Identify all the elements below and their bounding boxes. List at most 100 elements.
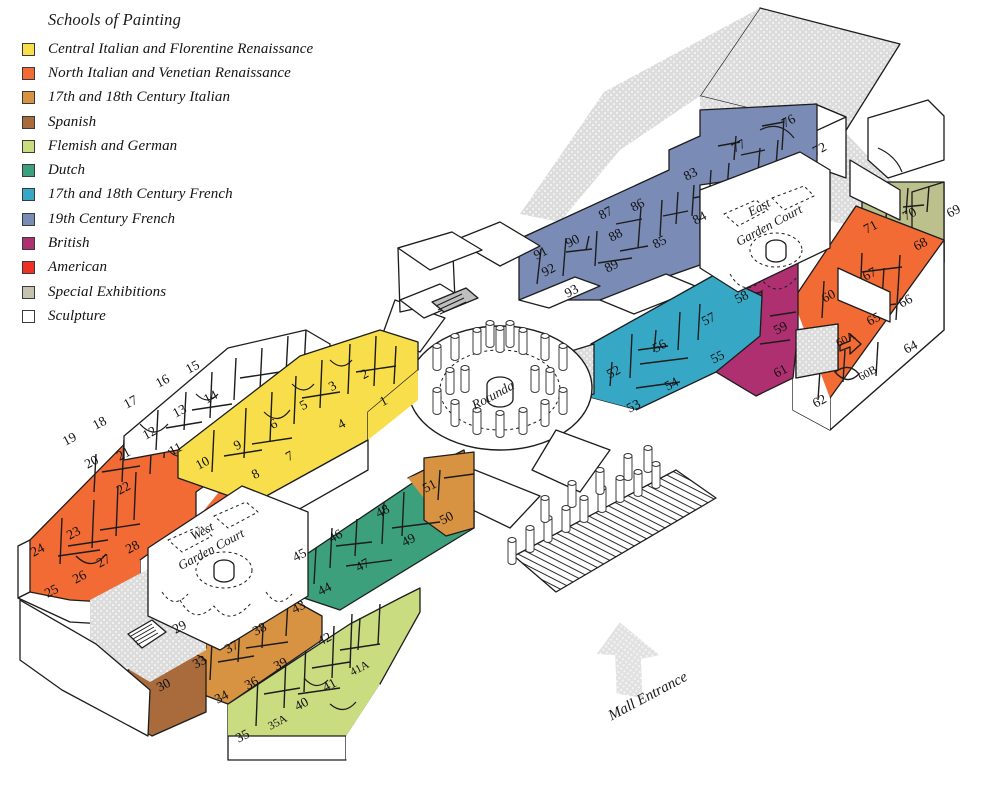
room-label-11: 11 [166,439,185,458]
legend-item-sculpture[interactable]: Sculpture [22,304,382,328]
room-label-85: 85 [650,232,669,252]
room-label-76: 76 [779,111,798,131]
room-label-64: 64 [901,337,920,357]
legend-title: Schools of Painting [48,10,182,29]
room-label-39: 39 [271,654,290,674]
room-label-88: 88 [606,225,625,245]
legend-label-sculpture: Sculpture [48,307,106,324]
room-label-89: 89 [602,256,621,276]
room-label-91: 91 [531,243,550,263]
room-label-10: 10 [193,453,212,473]
room-label-20: 20 [82,452,101,472]
legend-item-central-italian[interactable]: Central Italian and Florentine Renaissan… [22,37,382,61]
room-label-30: 30 [154,675,173,695]
room-label-50: 50 [437,508,456,528]
legend-swatch-american [22,261,35,275]
legend-item-british[interactable]: British [22,231,382,255]
legend-item-spanish[interactable]: Spanish [22,110,382,134]
room-label-44: 44 [315,579,334,599]
room-label-25: 25 [42,581,61,601]
room-label-37: 37 [222,637,241,657]
legend-item-italian-17-18[interactable]: 17th and 18th Century Italian [22,86,382,110]
room-label-83: 83 [681,164,700,184]
legend-item-american[interactable]: American [22,256,382,280]
room-label-41: 41 [320,675,339,695]
room-label-62: 62 [810,391,829,411]
room-label-90: 90 [563,231,582,251]
room-label-45: 45 [290,545,309,565]
legend-swatch-central-italian [22,42,35,56]
room-label-66: 66 [896,291,915,311]
room-label-59: 59 [771,318,790,338]
room-label-57: 57 [699,309,718,329]
room-label-42: 42 [315,629,334,649]
legend-label-spanish: Spanish [48,113,97,130]
room-label-13: 13 [170,401,189,421]
legend: Schools of Painting Central Italian and … [22,10,382,329]
room-label-84: 84 [690,208,709,228]
room-label-34: 34 [212,687,231,707]
legend-swatch-dutch [22,164,35,178]
room-label-53: 53 [624,396,643,416]
room-label-56: 56 [650,336,669,356]
legend-label-special-exhibitions: Special Exhibitions [48,283,167,300]
legend-swatch-french-17-18 [22,188,35,202]
room-label-12: 12 [140,423,159,443]
room-label-14: 14 [201,387,220,407]
room-label-72: 72 [810,139,829,159]
room-label-68: 68 [911,234,930,254]
legend-item-dutch[interactable]: Dutch [22,158,382,182]
legend-label-flemish-german: Flemish and German [48,137,178,154]
room-label-48: 48 [373,501,392,521]
room-label-86: 86 [628,195,647,215]
legend-item-flemish-german[interactable]: Flemish and German [22,134,382,158]
room-label-28: 28 [123,537,142,557]
room-label-26: 26 [70,567,89,587]
legend-swatch-sculpture [22,309,35,323]
room-label-27: 27 [94,551,113,571]
room-label-40: 40 [292,694,311,714]
room-label-22: 22 [114,478,133,498]
legend-label-american: American [48,259,108,276]
room-label-23: 23 [64,523,83,543]
room-label-43: 43 [289,597,308,617]
room-label-60: 60 [819,286,838,306]
room-label-19: 19 [60,429,79,449]
room-label-61: 61 [771,361,790,381]
room-label-49: 49 [399,530,418,550]
legend-item-french-19[interactable]: 19th Century French [22,207,382,231]
room-label-58: 58 [732,287,751,307]
room-label-87: 87 [596,203,615,223]
room-label-65: 65 [864,309,883,329]
room-label-70: 70 [900,204,919,224]
legend-label-dutch: Dutch [48,162,86,179]
legend-swatch-flemish-german [22,139,35,153]
room-label-21: 21 [114,444,133,464]
room-label-46: 46 [326,526,345,546]
room-label-18: 18 [90,413,109,433]
legend-swatch-spanish [22,115,35,129]
legend-item-special-exhibitions[interactable]: Special Exhibitions [22,280,382,304]
room-label-92: 92 [539,260,558,280]
legend-label-central-italian: Central Italian and Florentine Renaissan… [48,40,314,57]
legend-item-north-italian[interactable]: North Italian and Venetian Renaissance [22,61,382,85]
room-label-35: 35 [233,726,252,746]
room-label-36: 36 [242,673,261,693]
room-label-93: 93 [562,281,581,301]
legend-label-french-17-18: 17th and 18th Century French [48,186,233,203]
legend-label-british: British [48,235,90,252]
room-label-16: 16 [153,371,172,391]
room-number-labels: 1 2 3 4 5 6 7 8 9 10 11 12 13 14 15 16 1… [28,111,963,746]
legend-swatch-italian-17-18 [22,91,35,105]
legend-label-north-italian: North Italian and Venetian Renaissance [48,64,291,81]
room-label-38: 38 [250,619,269,639]
room-label-29: 29 [170,617,189,637]
room-label-71: 71 [861,217,880,237]
room-label-51: 51 [420,476,439,496]
legend-swatch-british [22,237,35,251]
room-label-67: 67 [860,264,879,284]
legend-label-italian-17-18: 17th and 18th Century Italian [48,89,231,106]
legend-swatch-french-19 [22,212,35,226]
legend-item-french-17-18[interactable]: 17th and 18th Century French [22,183,382,207]
